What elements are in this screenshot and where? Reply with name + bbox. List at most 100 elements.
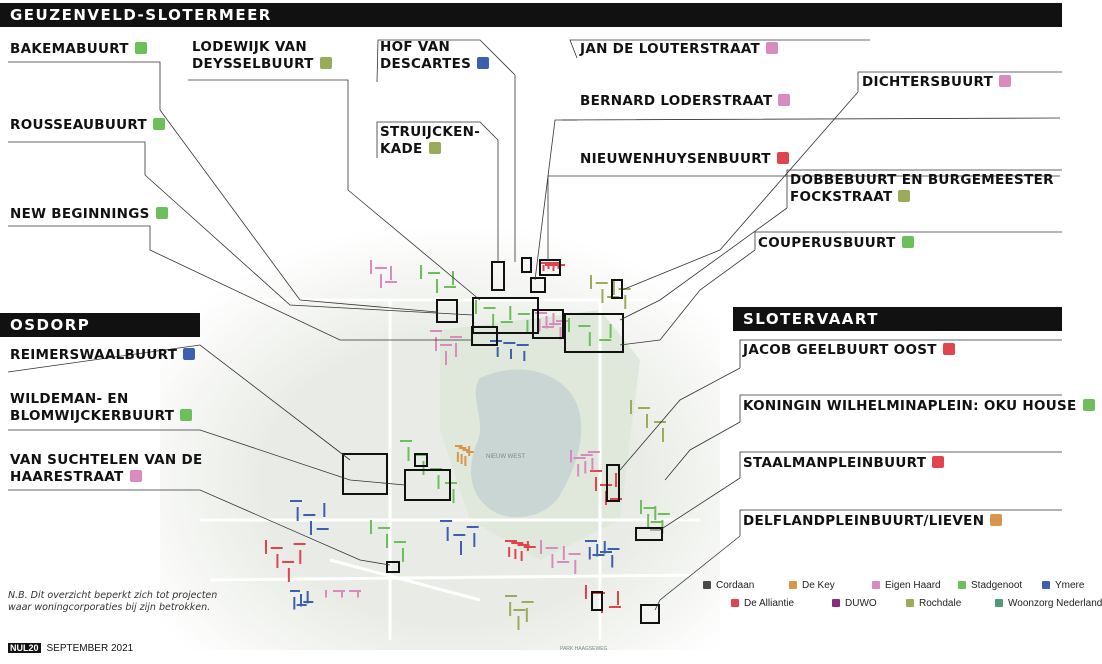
building xyxy=(460,541,462,555)
building xyxy=(282,561,295,563)
building xyxy=(520,551,523,561)
building xyxy=(574,560,577,574)
building xyxy=(440,344,452,346)
building xyxy=(380,274,382,288)
building xyxy=(300,594,302,607)
building xyxy=(595,477,597,491)
building xyxy=(590,470,602,472)
label-reimerswaalbuurt: REIMERSWAALBUURT xyxy=(10,347,196,364)
building xyxy=(475,300,477,314)
legend-item-stadgenoot: Stadgenoot xyxy=(958,580,1022,591)
building xyxy=(505,595,517,597)
building xyxy=(444,286,456,288)
building xyxy=(456,452,459,462)
section-slotervaart: SLOTERVAART xyxy=(733,307,1062,331)
building xyxy=(517,544,530,546)
building xyxy=(557,263,560,269)
label-text: BLOMWIJCKERBUURT xyxy=(10,408,175,424)
building xyxy=(437,475,440,489)
building xyxy=(293,543,306,545)
building xyxy=(287,568,290,582)
legend-item-cordaan: Cordaan xyxy=(703,580,754,591)
building xyxy=(375,267,387,269)
building xyxy=(545,547,558,549)
legend-item-ymere: Ymere xyxy=(1042,580,1084,591)
label-text: FOCKSTRAAT xyxy=(790,189,893,205)
label-text: LODEWIJK VAN xyxy=(192,39,308,55)
building xyxy=(552,313,555,326)
building xyxy=(514,549,517,559)
label-staalmanpleinbuurt: STAALMANPLEINBUURT xyxy=(743,455,945,472)
section-geuzenveld: GEUZENVELD-SLOTERMEER xyxy=(0,3,1062,27)
building xyxy=(435,337,437,351)
label-couperusbuurt: COUPERUSBUURT xyxy=(758,235,914,252)
building xyxy=(508,547,511,557)
building xyxy=(370,520,372,534)
label-text: BAKEMABUURT xyxy=(10,41,129,57)
building xyxy=(516,344,529,346)
label-text: HAARESTRAAT xyxy=(10,469,124,485)
legend-swatch xyxy=(789,581,797,589)
building xyxy=(420,265,422,279)
building xyxy=(386,534,388,548)
label-text: WILDEMAN- EN xyxy=(10,391,129,407)
building xyxy=(646,414,648,428)
building xyxy=(341,590,343,598)
map-base xyxy=(160,230,720,650)
label-text: JACOB GEELBUURT OOST xyxy=(743,342,937,358)
color-swatch xyxy=(776,152,789,164)
building xyxy=(323,503,326,517)
building xyxy=(460,454,463,464)
legend-swatch xyxy=(995,599,1003,607)
lake xyxy=(470,369,582,518)
color-swatch xyxy=(999,75,1012,87)
label-nieuwenhuysenbuurt: NIEUWENHUYSENBUURT xyxy=(580,151,789,168)
color-swatch xyxy=(778,94,791,106)
legend-item-woonzorg: Woonzorg Nederland xyxy=(995,598,1102,609)
building xyxy=(607,548,620,550)
building xyxy=(483,307,496,309)
building xyxy=(265,540,267,554)
building xyxy=(525,608,528,622)
legend-item-duwo: DUWO xyxy=(832,598,877,609)
label-wildeman: WILDEMAN- EN BLOMWIJCKERBUURT xyxy=(10,391,193,425)
label-rousseaubuurt: ROUSSEAUBUURT xyxy=(10,117,166,134)
building xyxy=(436,279,438,293)
label-bakemabuurt: BAKEMABUURT xyxy=(10,41,147,58)
building xyxy=(270,547,283,549)
legend-item-de-key: De Key xyxy=(789,580,835,591)
building xyxy=(559,327,562,340)
label-jan-de-louterstraat: JAN DE LOUTERSTRAAT xyxy=(580,41,779,58)
label-text: DOBBEBUURT EN BURGEMEESTER xyxy=(790,172,1054,188)
building xyxy=(562,546,565,560)
building xyxy=(557,561,570,563)
building xyxy=(428,272,440,274)
label-dichtersbuurt: DICHTERSBUURT xyxy=(862,74,1012,91)
legend-swatch xyxy=(906,599,914,607)
park-label: PARK HAAGSEWEG xyxy=(560,646,608,652)
building xyxy=(662,428,664,442)
legend-item-de-alliantie: De Alliantie xyxy=(731,598,794,609)
building xyxy=(407,447,410,461)
note: N.B. Dit overzicht beperkt zich tot proj… xyxy=(8,590,217,614)
building xyxy=(303,514,316,516)
building xyxy=(446,527,449,541)
building xyxy=(325,590,327,598)
building xyxy=(577,464,580,477)
color-swatch xyxy=(901,236,914,248)
building xyxy=(640,500,642,514)
label-hof-van-descartes: HOF VAN DESCARTES xyxy=(380,39,490,73)
building xyxy=(511,542,524,544)
legend-swatch xyxy=(731,599,739,607)
building xyxy=(466,526,479,528)
legend-item-rochdale: Rochdale xyxy=(906,598,961,609)
publication-logo: NUL20 xyxy=(8,643,41,653)
building xyxy=(552,265,555,271)
building xyxy=(570,450,572,463)
label-text: JAN DE LOUTERSTRAAT xyxy=(580,41,761,57)
color-swatch xyxy=(428,142,441,154)
color-swatch xyxy=(766,42,779,54)
color-swatch xyxy=(129,470,142,482)
